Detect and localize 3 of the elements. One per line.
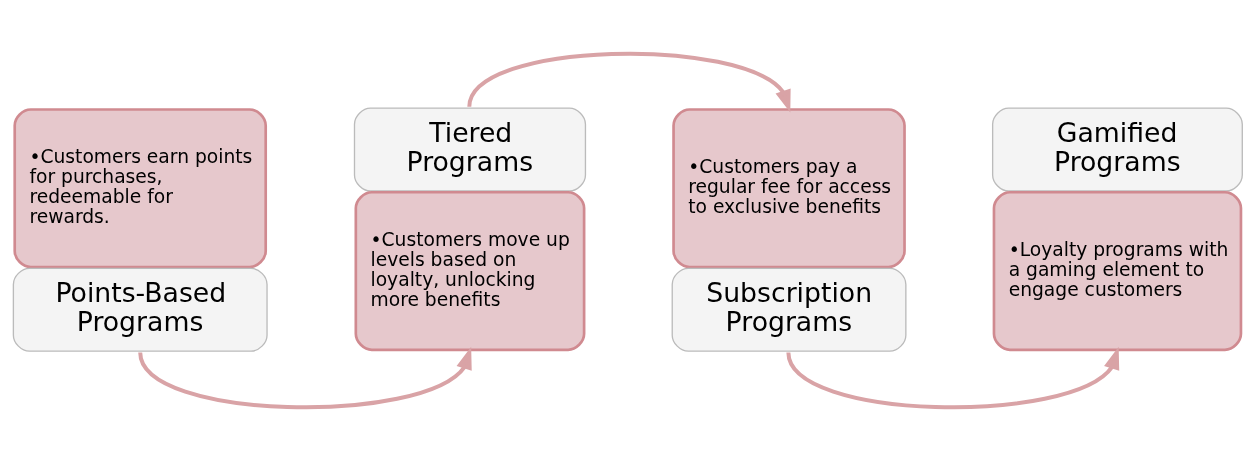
arrow — [786, 346, 1120, 409]
arrow — [467, 51, 791, 113]
arrow — [138, 346, 472, 410]
